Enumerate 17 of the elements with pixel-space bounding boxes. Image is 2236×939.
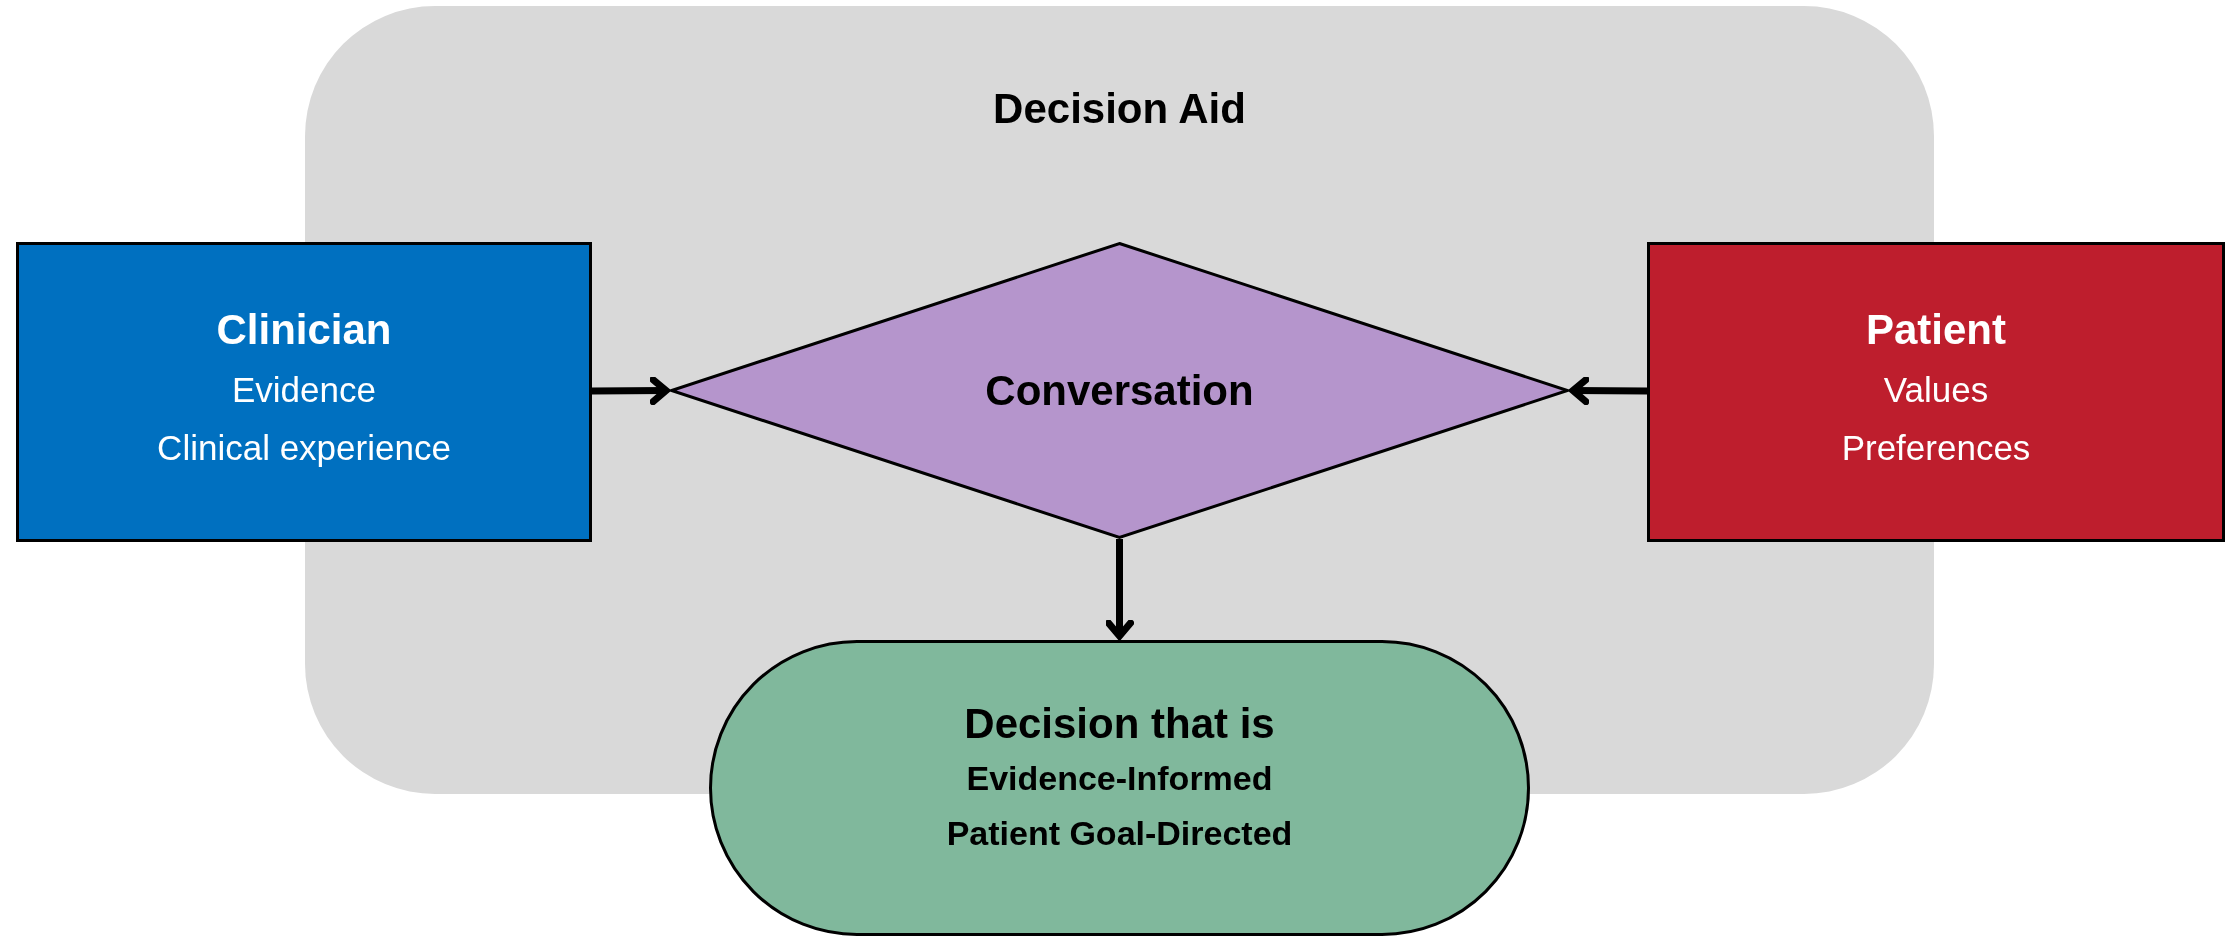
node-title: Decision that is [964,698,1275,749]
arrow [1105,539,1134,640]
node-text: Patient Goal-Directed [946,812,1293,854]
node-text: Clinical experience [157,427,451,469]
arrow [591,376,670,406]
node-title: Conversation [985,365,1254,416]
node-text: Evidence-Informed [966,757,1273,799]
role-box [16,242,592,542]
role-box [1647,242,2225,542]
node-title: Decision Aid [993,84,1246,134]
decision-diamond [670,242,1569,539]
node-text: Preferences [1841,427,2031,469]
node-title: Patient [1866,305,2006,355]
node-title: Clinician [216,305,392,355]
node-text: Evidence [232,369,376,411]
arrow [1569,376,1648,406]
node-text: Values [1883,369,1989,411]
